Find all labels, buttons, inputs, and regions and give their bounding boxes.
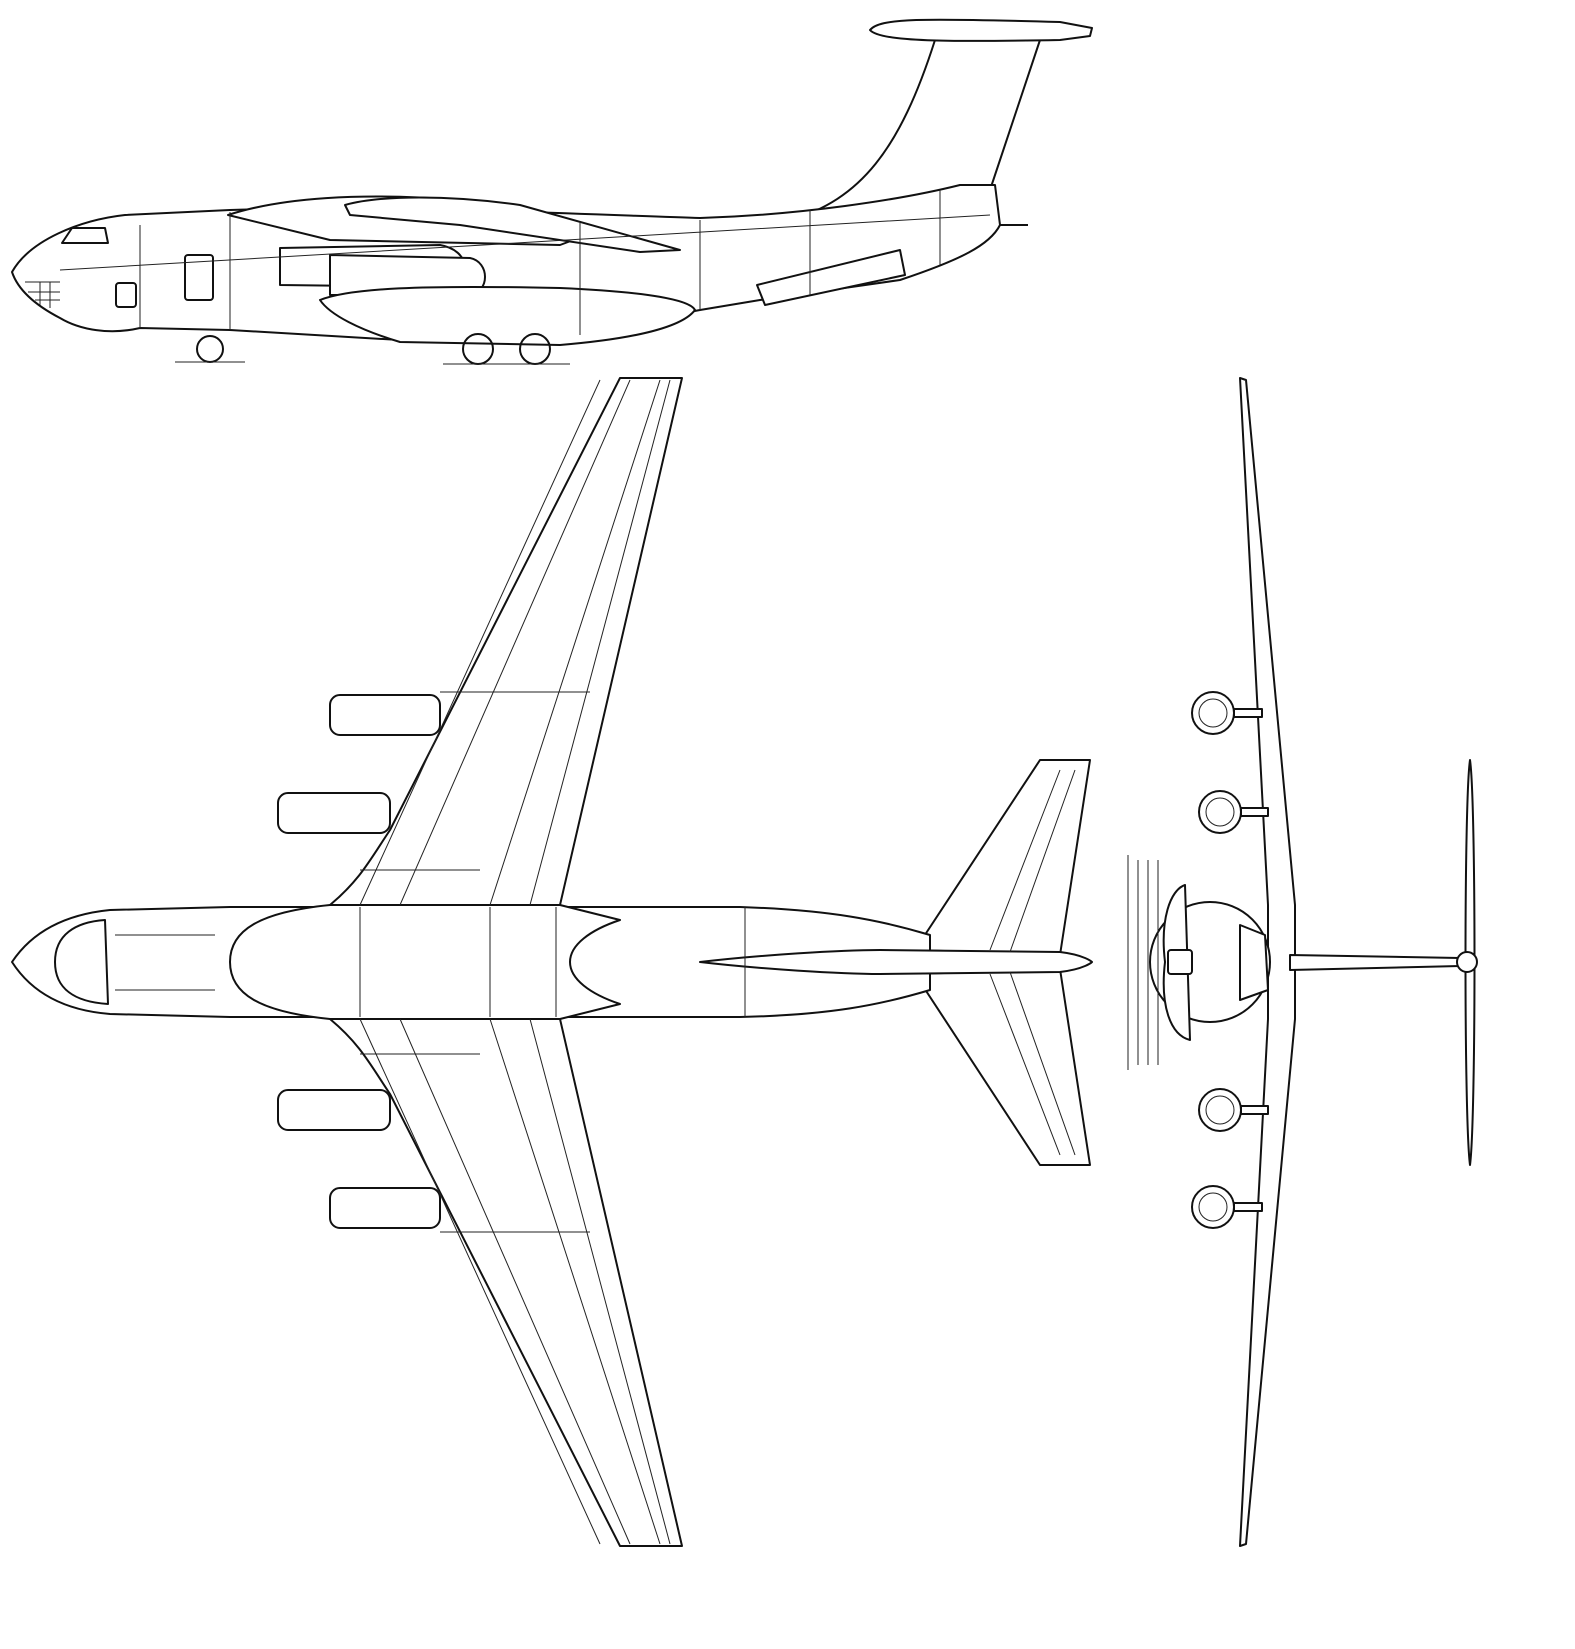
front-engine-2-pylon bbox=[1240, 807, 1269, 817]
front-engine-2-fan bbox=[1205, 797, 1235, 827]
side-door bbox=[184, 254, 214, 301]
front-engine-3-pylon bbox=[1240, 1105, 1269, 1115]
side-nose-wheel bbox=[196, 335, 224, 363]
top-wing-lower bbox=[329, 1018, 683, 1547]
front-engines bbox=[1191, 691, 1269, 1229]
front-engine-3 bbox=[1198, 1088, 1242, 1132]
front-fin-hub bbox=[1456, 951, 1478, 973]
top-engine-1 bbox=[329, 694, 441, 736]
top-engine-4 bbox=[329, 1187, 441, 1229]
front-engine-4-fan bbox=[1198, 1192, 1228, 1222]
top-tailplane-lower bbox=[914, 968, 1091, 1166]
side-ground-line bbox=[175, 361, 570, 365]
front-engine-4 bbox=[1191, 1185, 1235, 1229]
top-tailplane-upper bbox=[914, 759, 1091, 956]
front-radome bbox=[1167, 949, 1193, 975]
side-nav-windows bbox=[25, 281, 60, 308]
front-engine-4-pylon bbox=[1233, 1202, 1263, 1212]
top-wing-panel-lines bbox=[359, 379, 671, 1545]
side-ramp bbox=[756, 249, 906, 306]
top-wing-upper bbox=[329, 377, 683, 906]
front-view bbox=[1127, 377, 1478, 1547]
front-engine-3-fan bbox=[1205, 1095, 1235, 1125]
top-view bbox=[11, 377, 1093, 1547]
top-engine-2 bbox=[277, 792, 391, 834]
side-landing-gear-fairing bbox=[319, 285, 696, 346]
front-tailplane bbox=[1289, 954, 1461, 971]
front-engine-2 bbox=[1198, 790, 1242, 834]
top-fin-spine bbox=[699, 949, 1093, 975]
top-wing-center-fairing bbox=[229, 904, 621, 1020]
top-cockpit-canopy bbox=[54, 919, 109, 1005]
side-cockpit-windows bbox=[61, 227, 109, 244]
side-hatch bbox=[115, 282, 137, 308]
top-fuselage-panel-lines bbox=[115, 907, 746, 1017]
front-landing-gear-lines bbox=[1127, 855, 1159, 1070]
front-engine-1 bbox=[1191, 691, 1235, 735]
front-wing bbox=[1239, 377, 1296, 1547]
side-vertical-fin bbox=[789, 37, 1041, 221]
front-cockpit-windows bbox=[1239, 924, 1269, 1001]
top-engine-3 bbox=[277, 1089, 391, 1131]
front-engine-1-fan bbox=[1198, 698, 1228, 728]
front-engine-1-pylon bbox=[1233, 708, 1263, 718]
side-t-tail bbox=[869, 18, 1093, 42]
side-panel-lines bbox=[59, 190, 991, 335]
side-view bbox=[11, 18, 1093, 365]
top-tailplane-lines bbox=[989, 769, 1076, 1156]
